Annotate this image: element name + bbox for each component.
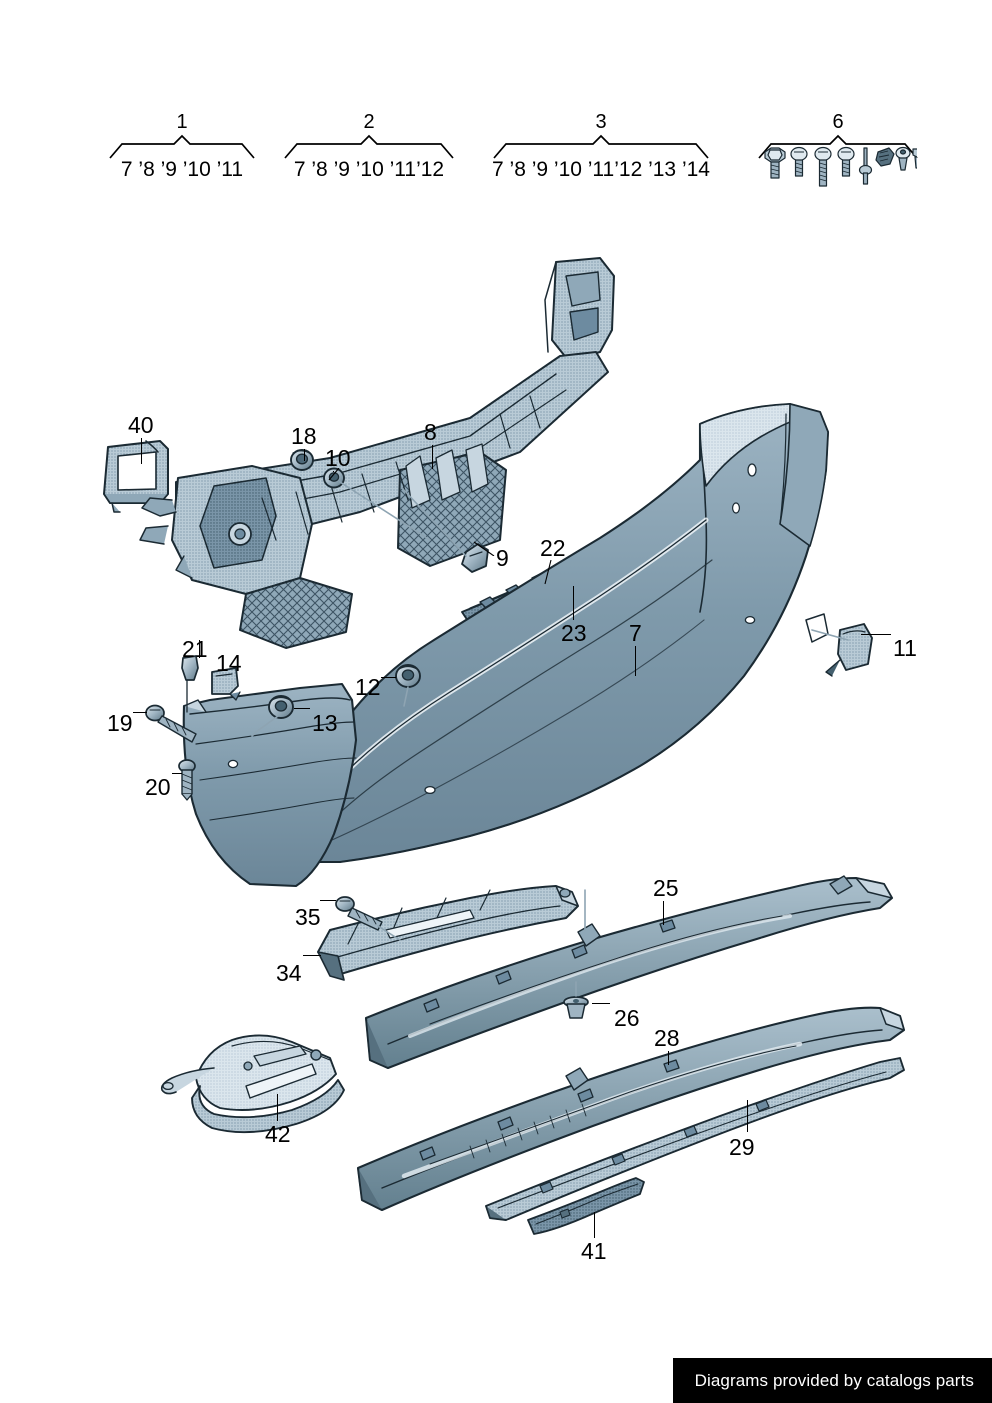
callout-10: 10 xyxy=(325,445,351,471)
callout-29: 29 xyxy=(729,1134,755,1160)
group-number: 2 xyxy=(363,111,375,133)
leader-13 xyxy=(294,708,310,709)
callout-19: 19 xyxy=(107,710,133,736)
part-14-bracket-clip xyxy=(211,667,241,701)
group-number: 6 xyxy=(832,111,844,133)
group-years: 7 ’8 ’9 ’10 ’11’12 xyxy=(293,158,445,181)
leader-28 xyxy=(668,1051,669,1065)
leader-40 xyxy=(141,438,142,464)
leader-20 xyxy=(172,773,182,774)
push-rivet-icon xyxy=(895,146,911,171)
group-number: 1 xyxy=(176,111,188,133)
group-bracket-icon xyxy=(758,134,918,159)
callout-26: 26 xyxy=(614,1005,640,1031)
leader-29 xyxy=(747,1100,748,1132)
callout-23: 23 xyxy=(561,620,587,646)
callout-20: 20 xyxy=(145,774,171,800)
part-12-nut-clip-upper xyxy=(395,664,421,688)
callout-21: 21 xyxy=(182,636,208,662)
part-29-trim-strip xyxy=(485,1057,905,1221)
part-25-lower-valance-upper xyxy=(364,875,894,1070)
part-35-bracket-screw xyxy=(335,896,383,931)
group-years: 7 ’8 ’9 ’10 ’11 xyxy=(120,158,244,181)
callout-35: 35 xyxy=(295,904,321,930)
leader-21 xyxy=(199,640,200,658)
part-42-reversing-camera xyxy=(160,1034,345,1134)
watermark-banner: Diagrams provided by catalogs parts xyxy=(672,1358,992,1403)
pan-head-screw-icon xyxy=(790,146,808,177)
leader-11 xyxy=(861,634,891,635)
leader-42 xyxy=(277,1094,278,1121)
callout-40: 40 xyxy=(128,412,154,438)
callout-13: 13 xyxy=(312,710,338,736)
callout-28: 28 xyxy=(654,1025,680,1051)
leader-19 xyxy=(133,712,147,713)
leader-7 xyxy=(635,646,636,676)
leader-18 xyxy=(304,449,305,461)
part-11-tow-eye-cover-cap xyxy=(825,623,873,677)
part-19-self-tapping-screw xyxy=(145,704,197,743)
group-years: 7 ’8 ’9 ’10 ’11’12 ’13 ’14 xyxy=(492,158,710,181)
group-bracket-icon xyxy=(493,134,709,159)
callout-8: 8 xyxy=(424,419,437,445)
hardware-icon-row xyxy=(764,146,917,187)
callout-34: 34 xyxy=(276,960,302,986)
callout-14: 14 xyxy=(216,650,242,676)
callout-12: 12 xyxy=(355,674,381,700)
pan-head-screw-icon xyxy=(837,146,855,177)
leader-8 xyxy=(432,445,433,469)
long-machine-screw-icon xyxy=(814,146,832,187)
callout-41: 41 xyxy=(581,1238,607,1264)
callout-42: 42 xyxy=(265,1121,291,1147)
leader-25 xyxy=(663,901,664,925)
leader-23 xyxy=(573,586,574,620)
callout-9: 9 xyxy=(496,545,509,571)
part-9-retaining-clip xyxy=(461,543,489,573)
part-10-nut-clip xyxy=(323,467,345,489)
group-number: 3 xyxy=(595,111,607,133)
leader-34 xyxy=(303,955,321,956)
leader-12 xyxy=(381,677,396,678)
callout-11: 11 xyxy=(893,635,917,661)
callout-18: 18 xyxy=(291,423,317,449)
expanding-clip-icon xyxy=(912,148,917,169)
part-18-grommet xyxy=(290,449,314,471)
leader-10 xyxy=(333,471,334,472)
spring-clip-icon xyxy=(875,147,895,167)
part-28-lower-valance-diffuser xyxy=(356,1006,906,1212)
callout-7: 7 xyxy=(629,620,642,646)
group-bracket-icon xyxy=(109,134,255,159)
callout-25: 25 xyxy=(653,875,679,901)
leader-10-line xyxy=(328,468,340,481)
hex-head-bolt-icon xyxy=(764,147,786,179)
part-26-push-rivet xyxy=(563,981,589,1019)
part-20-tapping-screw xyxy=(178,759,196,801)
leader-26 xyxy=(592,1003,610,1004)
leader-35 xyxy=(320,900,336,901)
part-21-expanding-rivet xyxy=(181,655,199,713)
leader-22-line xyxy=(544,560,552,585)
rivet-pin-icon xyxy=(858,147,873,185)
part-13-nut-clip-side xyxy=(268,695,294,719)
part-34-diffuser-carrier xyxy=(317,885,579,981)
leader-41 xyxy=(594,1212,595,1238)
group-bracket-icon xyxy=(284,134,454,159)
callout-22: 22 xyxy=(540,535,566,561)
part-8-impact-beam xyxy=(139,257,615,649)
leader-9-line xyxy=(473,541,495,556)
part-41-reflector xyxy=(527,1177,645,1235)
part-40-bracket-guide xyxy=(103,440,169,513)
